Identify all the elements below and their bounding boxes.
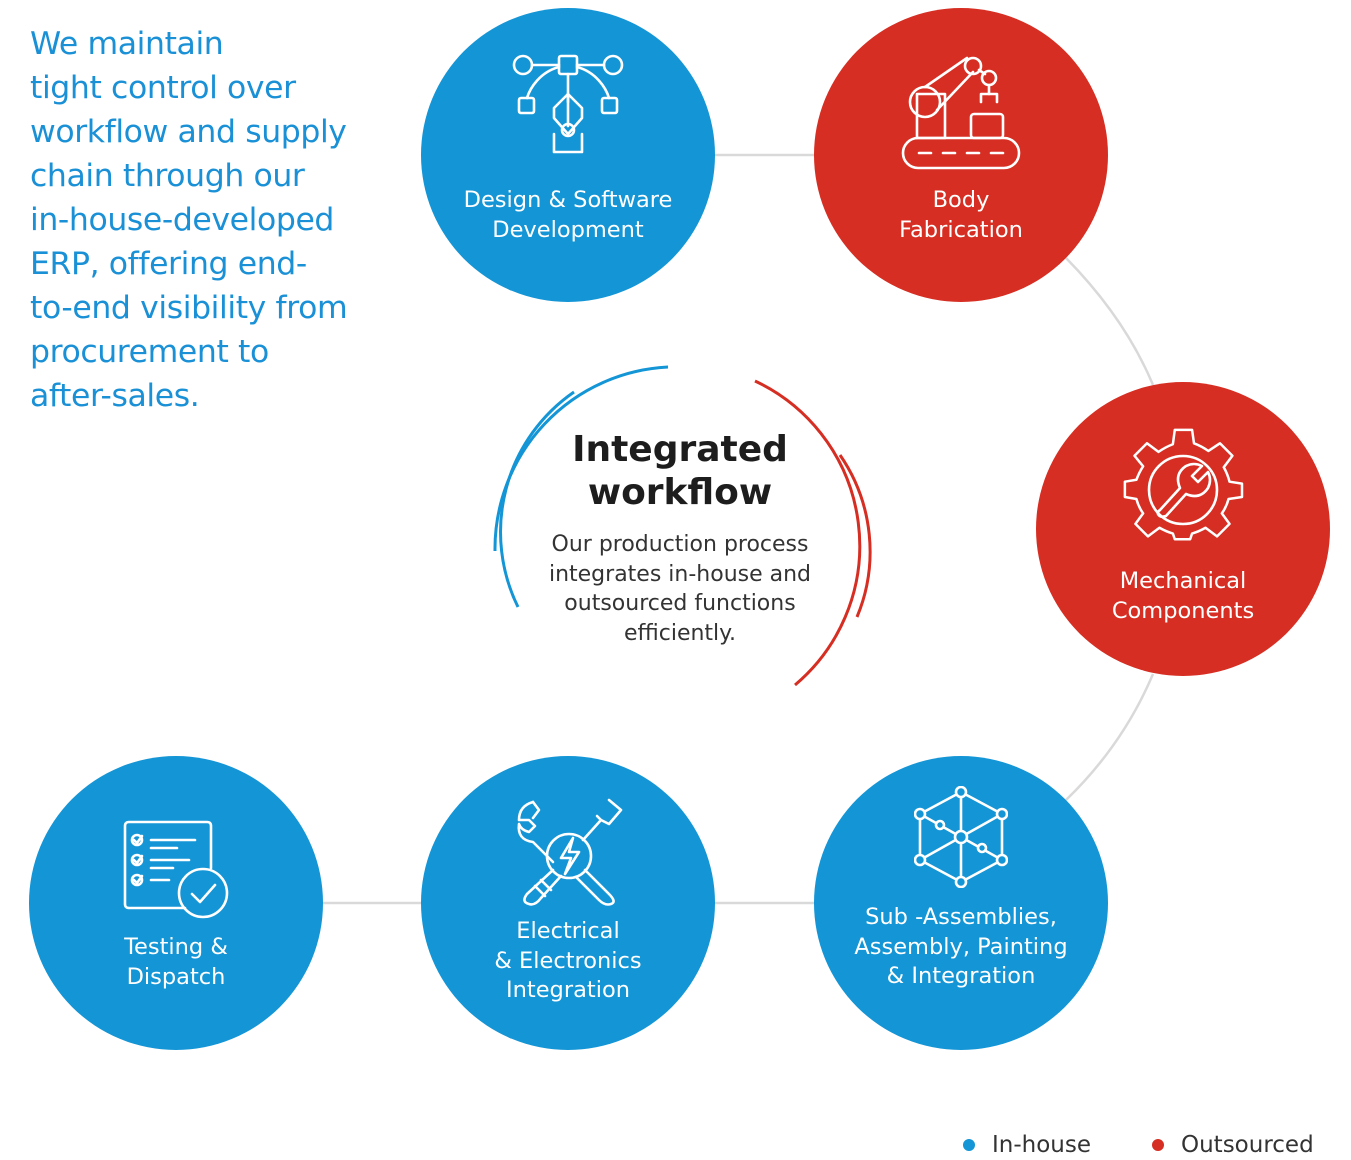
center-arc-red-inner: [838, 454, 872, 618]
legend-label: Outsourced: [1181, 1132, 1314, 1158]
center-arc-red-outer: [754, 379, 862, 687]
node-label: Sub -Assemblies, Assembly, Painting & In…: [854, 904, 1068, 989]
node-label: Mechanical Components: [1111, 568, 1255, 624]
center-arc-blue-outer: [493, 365, 669, 552]
legend-label: In-house: [992, 1132, 1092, 1158]
robotic-arm-icon: [901, 56, 1021, 170]
network-cube-icon: [914, 786, 1008, 888]
node-label: Body Fabrication: [899, 187, 1023, 243]
node-sub-assemblies: Sub -Assemblies, Assembly, Painting & In…: [814, 756, 1108, 1050]
intro-text: We maintain tight control over workflow …: [30, 26, 348, 414]
connector-body-mechanical: [1065, 257, 1155, 386]
center-description: Our production process integrates in-hou…: [548, 532, 812, 646]
gear-wrench-icon: [1123, 428, 1244, 541]
center-title: Integrated workflow: [572, 429, 788, 513]
outsourced-dot-icon: [1152, 1139, 1164, 1151]
legend-in-house: In-house: [963, 1130, 1091, 1160]
node-design-software: Design & Software Development: [421, 8, 715, 302]
pen-tool-icon: [512, 54, 624, 154]
legend-outsourced: Outsourced: [1152, 1130, 1314, 1160]
checklist-icon: [123, 820, 229, 919]
connector-mechanical-subassembly: [1065, 673, 1155, 801]
tools-lightning-icon: [517, 798, 623, 906]
node-electrical-integration: Electrical & Electronics Integration: [421, 756, 715, 1050]
node-label: Design & Software Development: [463, 187, 673, 243]
in-house-dot-icon: [963, 1139, 975, 1151]
node-mechanical-components: Mechanical Components: [1036, 382, 1330, 676]
node-label: Electrical & Electronics Integration: [494, 918, 642, 1003]
node-label: Testing & Dispatch: [124, 934, 228, 990]
center-arc-blue-inner: [499, 390, 575, 608]
node-testing-dispatch: Testing & Dispatch: [29, 756, 323, 1050]
node-body-fabrication: Body Fabrication: [814, 8, 1108, 302]
